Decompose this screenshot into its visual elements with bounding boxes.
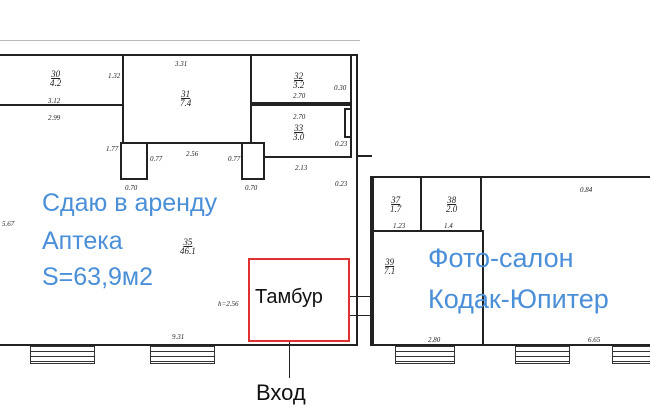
right-premises-outline <box>370 176 650 346</box>
dimension: 0.30 <box>334 84 347 92</box>
pillar <box>344 108 352 138</box>
dimension: 0.77 <box>150 155 163 163</box>
dimension: 2.13 <box>295 164 308 172</box>
window <box>395 346 455 364</box>
dimension: 2.99 <box>48 114 61 122</box>
dimension: 0.84 <box>580 186 593 194</box>
vestibule-line <box>350 296 372 297</box>
vestibule-line <box>350 315 372 316</box>
dimension: 0.70 <box>245 184 258 192</box>
dimension: h=2.56 <box>218 300 239 308</box>
top-wall-shadow <box>0 40 360 41</box>
pillar <box>120 142 148 180</box>
dimension: 1.23 <box>393 222 406 230</box>
dimension: 0.23 <box>335 140 348 148</box>
dimension: 6.65 <box>588 336 601 344</box>
dimension: 1.77 <box>106 145 119 153</box>
pillar <box>241 142 265 180</box>
pharmacy-label: Аптека <box>42 227 123 255</box>
area-label: S=63,9м2 <box>42 263 154 291</box>
dimension: 2.70 <box>293 92 306 100</box>
dimension: 9.31 <box>172 333 185 341</box>
kodak-label: Кодак-Юпитер <box>428 284 609 314</box>
window <box>150 346 215 364</box>
dimension: 3.31 <box>175 60 188 68</box>
dimension: 0.70 <box>125 184 138 192</box>
room-32 <box>250 54 352 104</box>
window <box>612 346 650 364</box>
dimension: 2.80 <box>428 336 441 344</box>
room-39 <box>372 230 484 346</box>
window <box>515 346 570 364</box>
lease-label: Сдаю в аренду <box>42 189 218 217</box>
room-30 <box>0 54 124 106</box>
vestibule-label: Тамбур <box>255 286 323 308</box>
entrance-line <box>289 342 290 378</box>
dimension: 1.4 <box>444 222 453 230</box>
dimension: 2.70 <box>293 113 306 121</box>
connecting-wall <box>356 155 372 157</box>
window <box>30 346 95 364</box>
dimension: 1.32 <box>108 72 121 80</box>
photo-salon-label: Фото-салон <box>428 243 574 273</box>
dimension: 5.67 <box>2 220 15 228</box>
entrance-label: Вход <box>256 380 306 405</box>
dimension: 0.23 <box>335 180 348 188</box>
dimension: 3.12 <box>48 97 61 105</box>
dimension: 2.56 <box>186 150 199 158</box>
dimension: 0.77 <box>228 155 241 163</box>
vestibule-box <box>248 258 350 342</box>
